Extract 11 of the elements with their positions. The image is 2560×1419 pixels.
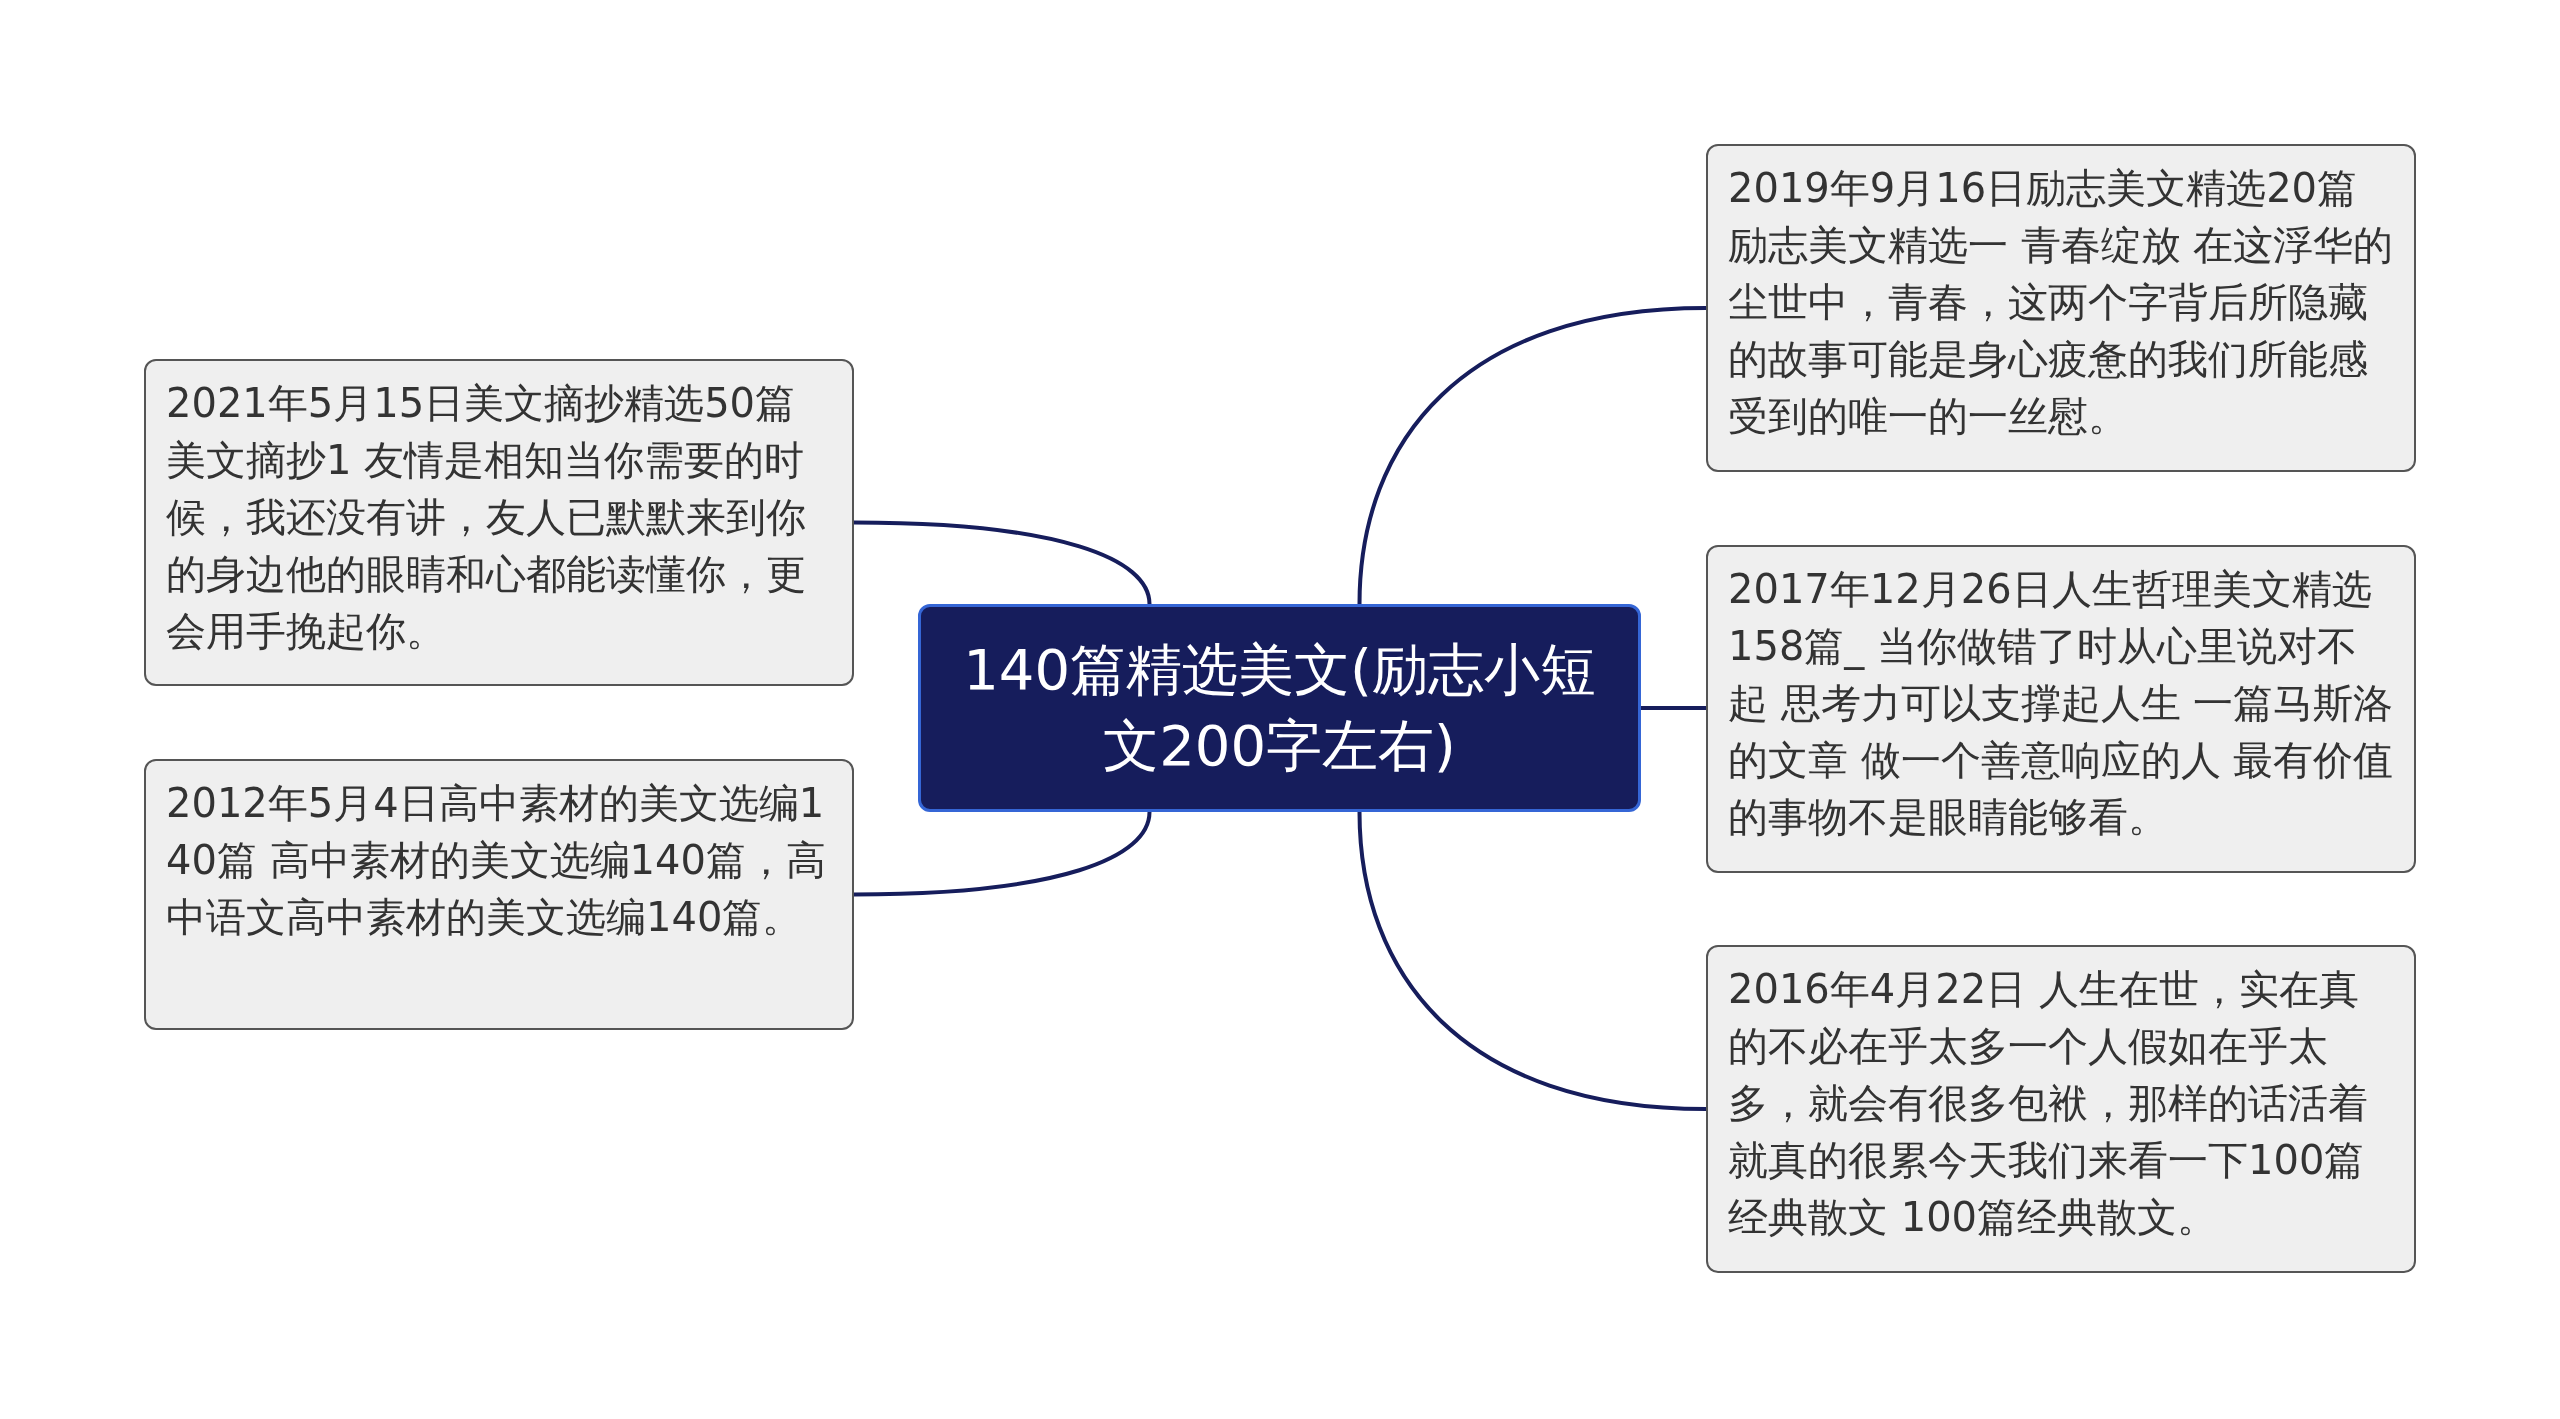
text-box: 2021年5月15日美文摘抄精选50篇美文摘抄1 友情是相知当你需要的时候，我还没有讲，友人已默默来到你的身边他的眼睛和心都能读懂你，更会用手挽起你。 [144, 359, 854, 686]
text-box: 2012年5月4日高中素材的美文选编140篇 高中素材的美文选编140篇，高中语文高中素材的美文选编140篇。 [144, 759, 854, 1030]
text-box: 2016年4月22日 人生在世，实在真的不必在乎太多一个人假如在乎太多，就会有很多包袱，那样的话活着就真的很累今天我们来看一下100篇经典散文 100篇经典散文。 [1706, 945, 2416, 1273]
topic-box: 140篇精选美文(励志小短文200字左右) [918, 604, 1641, 812]
connector-line [1641, 706, 1706, 710]
connector-line [853, 811, 1152, 897]
connector-line [1357, 306, 1707, 605]
connector-line [1357, 811, 1707, 1111]
text-box: 2017年12月26日人生哲理美文精选158篇_ 当你做错了时从心里说对不起 思考力可以支撑起人生 一篇马斯洛的文章 做一个善意响应的人 最有价值的事物不是眼睛能够看。 [1706, 545, 2416, 873]
connector-line [853, 520, 1152, 605]
text-box: 2019年9月16日励志美文精选20篇励志美文精选一 青春绽放 在这浮华的尘世中，青春，这两个字背后所隐藏的故事可能是身心疲惫的我们所能感受到的唯一的一丝慰。 [1706, 144, 2416, 472]
